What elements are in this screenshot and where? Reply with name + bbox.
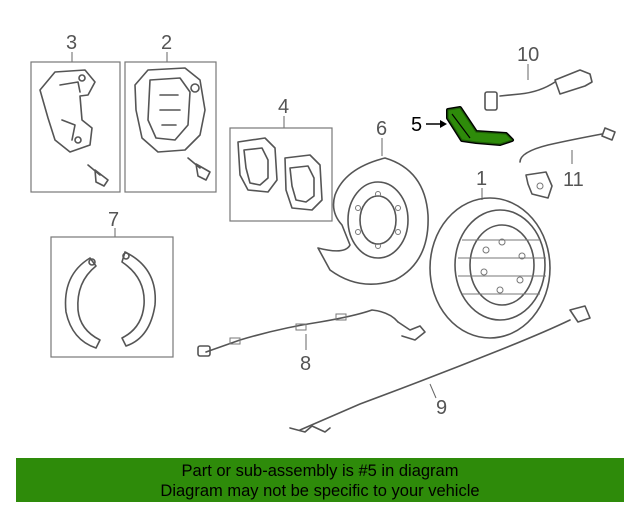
callout-3: 3	[66, 32, 77, 54]
banner-line-1: Part or sub-assembly is #5 in diagram	[181, 462, 459, 480]
part-3-caliper-bracket[interactable]	[30, 52, 121, 193]
banner-line-2: Diagram may not be specific to your vehi…	[160, 482, 480, 500]
part-9-sensor-cable[interactable]	[289, 305, 591, 433]
callout-2: 2	[161, 32, 172, 54]
part-7-brake-shoes[interactable]	[50, 228, 174, 358]
part-10-wear-sensor[interactable]	[484, 64, 593, 111]
callout-4: 4	[278, 96, 289, 118]
part-2-brake-caliper[interactable]	[124, 52, 217, 193]
callout-5-arrowhead	[440, 120, 447, 128]
callout-6: 6	[376, 118, 387, 140]
part-4-brake-pads[interactable]	[229, 116, 333, 222]
part-6-dust-shield[interactable]	[317, 138, 429, 286]
callout-7: 7	[108, 209, 119, 231]
part-8-sensor-cable[interactable]	[197, 309, 426, 357]
parts-diagram: 3 2 4 7	[30, 32, 616, 433]
info-banner: Part or sub-assembly is #5 in diagram Di…	[16, 458, 624, 502]
callout-1: 1	[476, 168, 487, 190]
callout-11: 11	[563, 169, 584, 191]
callout-8: 8	[300, 353, 311, 375]
callout-10: 10	[517, 44, 539, 66]
callout-5: 5	[411, 114, 422, 136]
part-1-brake-rotor[interactable]	[429, 188, 551, 339]
part-11-sensor-cable[interactable]	[519, 127, 616, 199]
callout-9: 9	[436, 397, 447, 419]
part-5-wear-sensor-bracket[interactable]	[446, 106, 514, 146]
